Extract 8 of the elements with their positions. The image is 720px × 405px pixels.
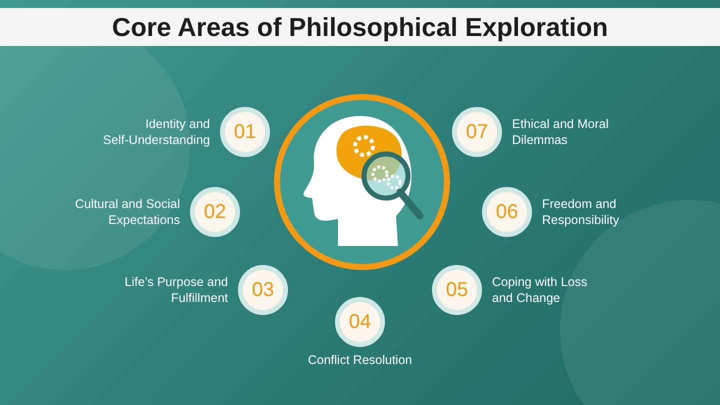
topic-label: Conflict Resolution: [306, 352, 414, 368]
topic-label: Life’s Purpose and Fulfillment: [124, 274, 228, 306]
title: Core Areas of Philosophical Exploration: [0, 8, 720, 46]
topic-label: Coping with Loss and Change: [492, 274, 588, 306]
topic-label: Cultural and Social Expectations: [74, 196, 180, 228]
topic-label: Freedom and Responsibility: [542, 196, 620, 228]
topic-label: Identity and Self-Understanding: [102, 116, 210, 148]
topic-label: Ethical and Moral Dilemmas: [512, 116, 610, 148]
